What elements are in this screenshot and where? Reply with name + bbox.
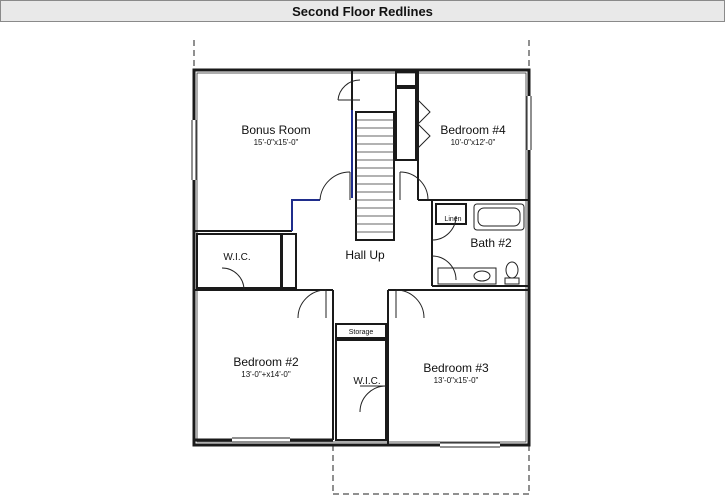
bedroom-4-size: 10'-0"x12'-0"	[451, 138, 496, 147]
bath-2-label: Bath #2	[470, 236, 512, 250]
linen-label: Linen	[444, 216, 461, 223]
hall-up-label: Hall Up	[345, 248, 385, 262]
wic-2-label: W.I.C.	[353, 376, 380, 387]
page-title: Second Floor Redlines	[0, 0, 725, 22]
bonus-room-size: 15'-0"x15'-0"	[254, 138, 299, 147]
redline-markup	[291, 110, 353, 231]
wic-1-label: W.I.C.	[223, 252, 250, 263]
bonus-room-label: Bonus Room	[241, 123, 310, 137]
bedroom-2-size: 13'-0"+x14'-0"	[241, 370, 291, 379]
bath-fixtures	[437, 203, 525, 285]
storage-label: Storage	[349, 329, 374, 336]
bedroom-3-size: 13'-0"x15'-0"	[434, 376, 479, 385]
bedroom-3-label: Bedroom #3	[423, 361, 489, 375]
dashed-outline	[193, 40, 530, 495]
bedroom-4-label: Bedroom #4	[440, 123, 506, 137]
windows	[191, 96, 532, 448]
stair-treads	[356, 119, 394, 233]
door-swings	[221, 79, 457, 413]
bedroom-2-label: Bedroom #2	[233, 355, 299, 369]
